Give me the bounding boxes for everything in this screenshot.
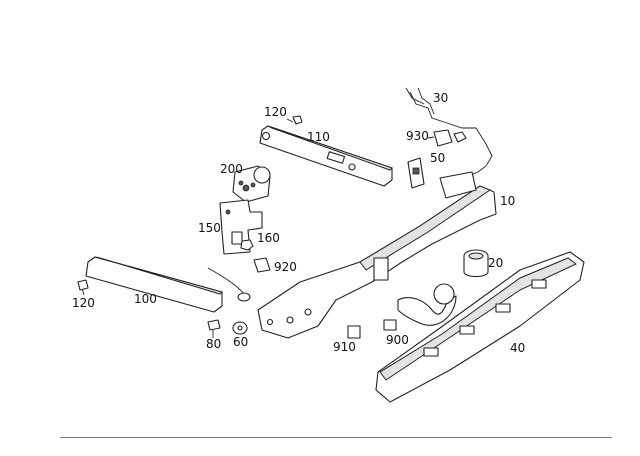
- part-920-cable: [207, 257, 271, 302]
- part-30-wiring: [405, 87, 493, 177]
- label-910: 910: [333, 340, 356, 354]
- part-200-socket: [232, 165, 271, 203]
- part-160-nut: [240, 239, 254, 251]
- label-40: 40: [510, 341, 526, 355]
- part-60-washer: [232, 321, 248, 335]
- label-110: 110: [307, 130, 330, 144]
- label-930: 930: [406, 129, 429, 143]
- label-160: 160: [257, 231, 280, 245]
- label-100: 100: [134, 292, 157, 306]
- label-150: 150: [198, 221, 221, 235]
- part-80-bolt: [207, 319, 221, 338]
- label-50: 50: [430, 151, 446, 165]
- part-100-beam: [85, 256, 223, 313]
- part-120-bolt-top: [286, 115, 303, 125]
- label-20: 20: [488, 256, 504, 270]
- label-30: 30: [433, 91, 449, 105]
- part-910-clip: [347, 325, 361, 339]
- part-930-clip: [427, 129, 453, 147]
- part-20-cap: [463, 249, 489, 278]
- part-40-bumper-carrier: [375, 251, 585, 403]
- part-10-frame: [257, 171, 497, 339]
- part-150-bracket: [219, 199, 263, 255]
- label-60: 60: [233, 335, 249, 349]
- label-10: 10: [500, 194, 516, 208]
- label-920: 920: [274, 260, 297, 274]
- part-50-plate: [407, 157, 425, 189]
- part-120-bolt-left: [77, 279, 89, 296]
- label-200: 200: [220, 162, 243, 176]
- label-120-top: 120: [264, 105, 287, 119]
- part-110-crossbeam: [259, 125, 393, 187]
- label-80: 80: [206, 337, 222, 351]
- label-120-left: 120: [72, 296, 95, 310]
- part-900-ball-neck: [383, 283, 457, 331]
- label-900: 900: [386, 333, 409, 347]
- footer-divider: [60, 437, 612, 438]
